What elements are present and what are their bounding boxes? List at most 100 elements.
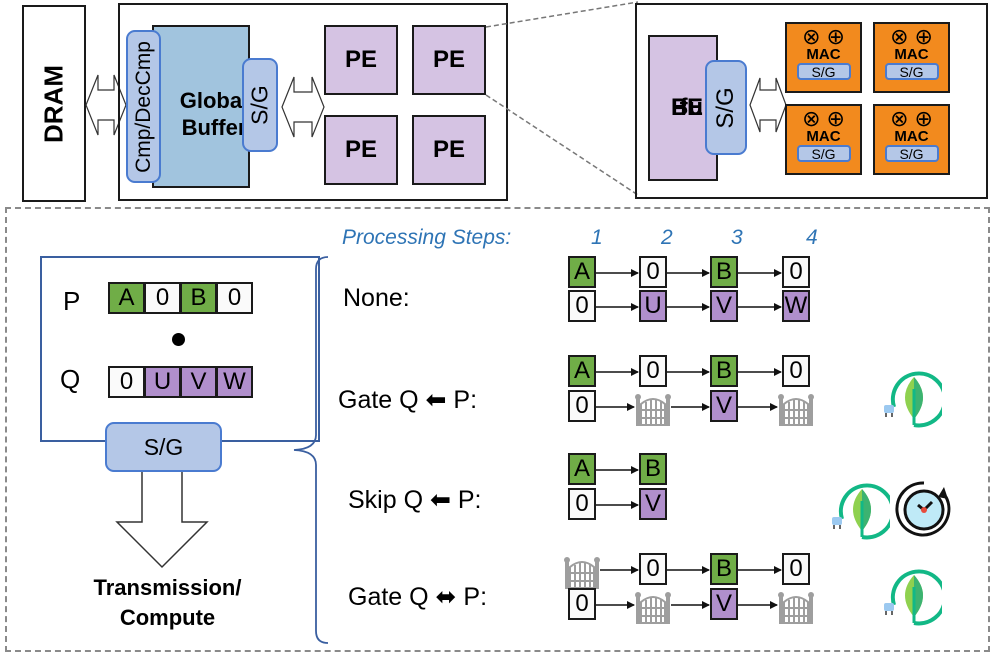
mode-label-skip-q-p: Skip Q ⬅ P: [348,486,482,514]
pe-label: PE [432,46,465,73]
step-number: 2 [661,226,673,249]
mode-label-gate-bidir: Gate Q ⬌ P: [348,583,488,611]
step-cell: 0 [782,256,810,288]
accelerator-chip [118,3,508,201]
flow-arrow [738,269,782,277]
gate-icon [778,590,814,629]
step-cell: V [639,488,667,520]
flow-arrow [596,269,639,277]
mul-add-icon: ⊗⊕ [802,24,851,49]
mul-add-icon: ⊗⊕ [802,106,851,131]
mul-add-icon: ⊗⊕ [890,106,939,131]
pe-label: PE [344,136,377,163]
step-cell: A [568,256,596,288]
flow-arrow [596,403,635,411]
output-line: Transmission/ [93,575,242,600]
vector-sg: S/G [105,422,222,472]
flow-arrow [600,566,639,574]
gate-icon [564,555,600,594]
zoom-callout-lines [485,1,639,196]
pe-label: PE [344,46,377,73]
step-cell: B [710,355,738,387]
p-label: P [63,286,81,316]
flow-arrow [671,403,710,411]
pe-label: PE [432,136,465,163]
energy-leaf-icon [880,565,947,632]
flow-arrow [596,501,639,509]
mac-label: MAC [894,46,929,63]
flow-arrow [671,601,710,609]
step-cell: 0 [568,390,596,422]
flow-arrow [596,601,635,609]
step-number: 4 [806,226,818,249]
flow-arrow [738,601,778,609]
mac-label: MAC [806,46,841,63]
vector-cell: 0 [216,282,253,314]
flow-arrow [667,303,710,311]
vector-sg-label: S/G [143,433,184,460]
pe-buf-line: f. [679,94,695,121]
flow-arrow [738,368,782,376]
energy-leaf-icon [880,367,947,434]
buffer-pe-bidir-arrow [281,76,325,138]
pe-2: PE [324,115,398,185]
output-line: Compute [119,605,216,630]
flow-arrow [667,269,710,277]
mac-sg: S/G [796,63,851,80]
flow-arrow [667,368,710,376]
pe-1: PE [412,25,486,95]
vector-cell: 0 [108,366,145,398]
dram-block: DRAM [22,5,86,202]
mac-1: ⊗⊕ MAC S/G [873,22,950,93]
mode-label-none: None: [343,284,410,312]
dot-product-symbol [172,333,185,346]
flow-arrow [596,303,639,311]
step-cell: V [710,290,738,322]
step-cell: 0 [639,256,667,288]
step-cell: W [782,290,810,322]
vector-cell: W [216,366,253,398]
pe-buf-line: PE [670,94,703,121]
q-label: Q [60,364,81,394]
step-cell: V [710,390,738,422]
mac-2: ⊗⊕ MAC S/G [785,104,862,175]
step-cell: 0 [568,290,596,322]
mac-sg: S/G [884,145,939,162]
mac-sg: S/G [796,145,851,162]
curly-brace [293,256,329,644]
output-label: Transmission/ Compute [40,573,295,633]
flow-arrow [738,403,778,411]
gate-icon [778,392,814,431]
output-down-arrow [115,472,209,569]
step-cell: A [568,355,596,387]
step-cell: 0 [782,553,810,585]
mac-sg: S/G [884,63,939,80]
processing-steps-title: Processing Steps: [342,226,512,249]
compressor-block: Cmp/DecCmp [126,30,161,183]
pe-sg: S/G [705,60,747,155]
clock-icon [894,479,954,544]
step-cell: 0 [639,553,667,585]
energy-leaf-icon [828,479,895,546]
step-cell: 0 [568,488,596,520]
global-buffer-sg: S/G [242,58,278,152]
step-cell: 0 [639,355,667,387]
step-cell: U [639,290,667,322]
sparsity-handling-panel [5,207,990,652]
step-cell: B [710,256,738,288]
pe-3: PE [412,115,486,185]
mac-label: MAC [894,128,929,145]
step-cell: 0 [782,355,810,387]
mac-3: ⊗⊕ MAC S/G [873,104,950,175]
mode-label-gate-q-p: Gate Q ⬅ P: [338,386,478,414]
flow-arrow [667,566,710,574]
pe-detail [635,3,988,199]
vector-cell: U [144,366,181,398]
step-number: 1 [591,226,603,249]
flow-arrow [738,566,782,574]
flow-arrow [596,368,639,376]
gate-icon [635,392,671,431]
pe-buf-line: Bu [671,94,703,121]
